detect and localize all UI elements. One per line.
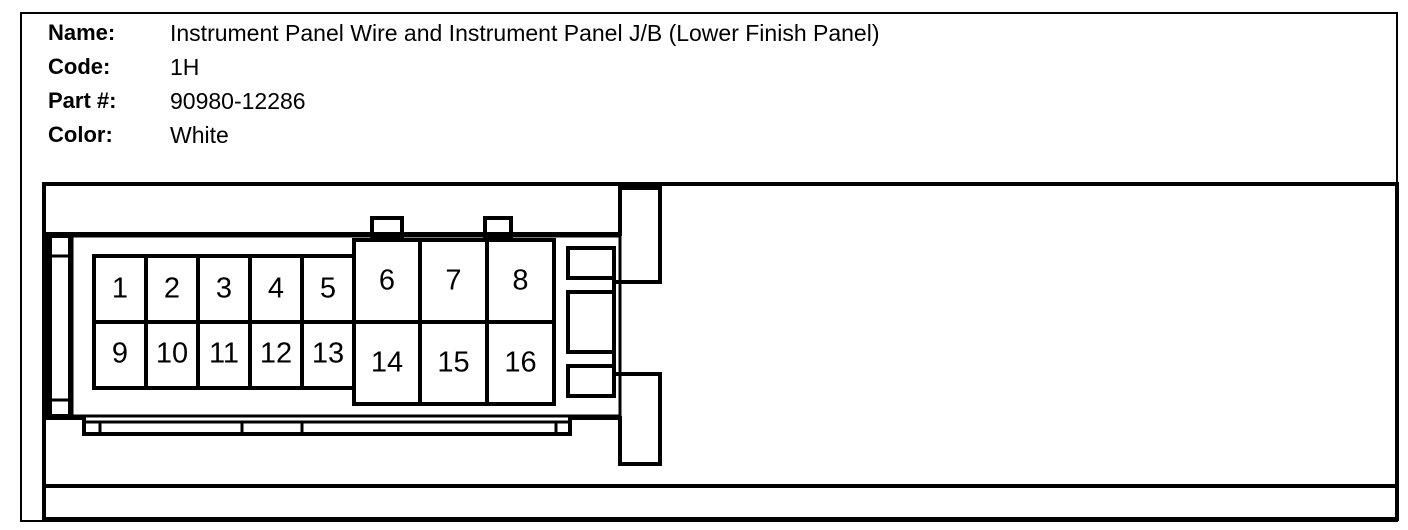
cavity-boundary — [70, 234, 622, 418]
pin-label-1: 1 — [112, 273, 128, 305]
pin-label-2: 2 — [164, 273, 180, 305]
pin-label-11: 11 — [209, 338, 239, 370]
pin-label-14: 14 — [371, 347, 403, 379]
pin-label-10: 10 — [156, 338, 188, 370]
drawing-box — [42, 182, 1399, 521]
part-value: 90980-12286 — [170, 88, 306, 114]
name-value: Instrument Panel Wire and Instrument Pan… — [170, 20, 880, 46]
pin-label-12: 12 — [260, 338, 292, 370]
pin-label-7: 7 — [445, 265, 461, 297]
part-label: Part #: — [48, 88, 117, 113]
pin-label-4: 4 — [268, 273, 284, 305]
pin-label-15: 15 — [437, 347, 469, 379]
name-label: Name: — [48, 20, 116, 45]
key-slot-middle — [566, 290, 616, 354]
pin-label-9: 9 — [112, 338, 128, 370]
left-latch — [48, 234, 72, 418]
pin-label-6: 6 — [379, 265, 395, 297]
pin-label-3: 3 — [216, 273, 232, 305]
pin-cell-16 — [485, 320, 556, 406]
pin-label-5: 5 — [320, 273, 336, 305]
key-slot-bottom — [566, 364, 616, 398]
color-label: Color: — [48, 122, 113, 147]
code-label: Code: — [48, 54, 111, 79]
key-slot-top — [566, 246, 616, 280]
color-value: White — [170, 122, 229, 148]
pin-label-8: 8 — [512, 265, 528, 297]
pin-label-16: 16 — [504, 347, 536, 379]
code-value: 1H — [170, 54, 200, 80]
pin-label-13: 13 — [312, 338, 344, 370]
connector-housing — [46, 186, 662, 466]
